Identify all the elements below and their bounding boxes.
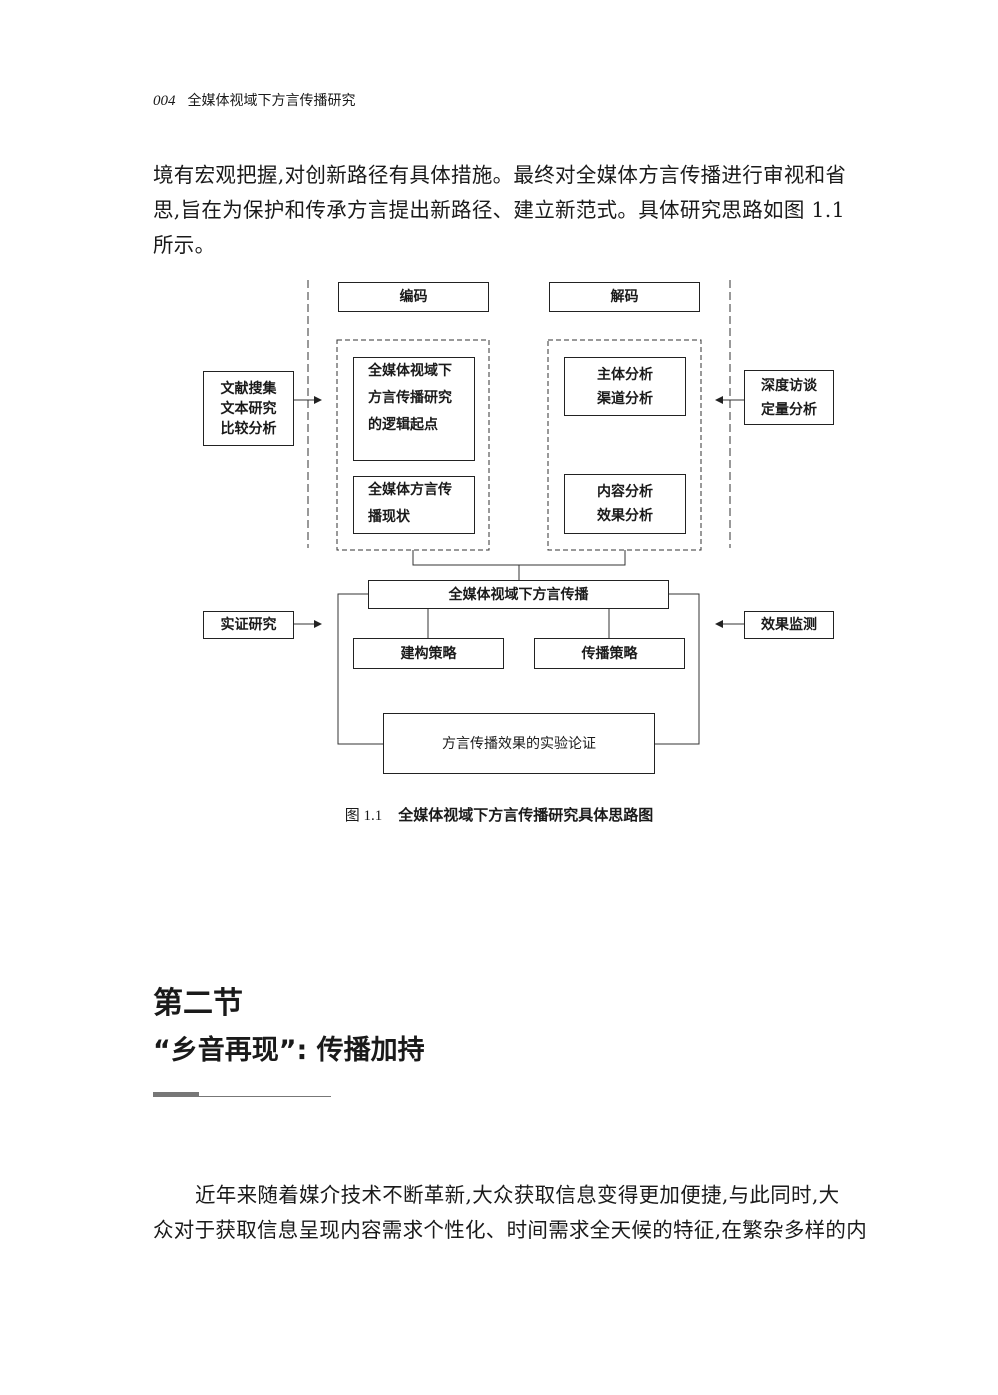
section-number: 第二节 xyxy=(153,986,243,1021)
text-line: 众对于获取信息呈现内容需求个性化、时间需求全天候的特征,在繁杂多样的内 xyxy=(153,1218,868,1242)
center-box: 全媒体视域下方言传播 xyxy=(368,580,669,609)
experiment-box: 方言传播效果的实验论证 xyxy=(383,713,655,774)
section-rule-thick xyxy=(153,1092,199,1097)
left-methods-box: 文献搜集文本研究比较分析 xyxy=(203,371,294,446)
section-title: “乡音再现”: 传播加持 xyxy=(153,1035,425,1066)
encoding-box: 编码 xyxy=(338,282,489,312)
content-effect-box: 内容分析效果分析 xyxy=(564,474,686,534)
subject-channel-box: 主体分析渠道分析 xyxy=(564,357,686,416)
text-line: 思,旨在为保护和传承方言提出新路径、建立新范式。具体研究思路如图 1.1 xyxy=(153,198,845,222)
status-box: 全媒体方言传播现状 xyxy=(353,476,475,534)
spread-strategy-box: 传播策略 xyxy=(534,638,685,669)
decoding-box: 解码 xyxy=(549,282,700,312)
body-paragraph: 近年来随着媒介技术不断革新,大众获取信息变得更加便捷,与此同时,大 众对于获取信… xyxy=(153,1178,867,1248)
text-line: 近年来随着媒介技术不断革新,大众获取信息变得更加便捷,与此同时,大 xyxy=(195,1183,840,1207)
page-number: 004 xyxy=(153,93,176,109)
empirical-box: 实证研究 xyxy=(203,611,294,639)
encoding-group xyxy=(336,339,490,551)
book-title: 全媒体视域下方言传播研究 xyxy=(187,93,356,109)
monitoring-box: 效果监测 xyxy=(744,611,834,639)
decoding-group xyxy=(547,339,702,551)
text-line: 境有宏观把握,对创新路径有具体措施。最终对全媒体方言传播进行审视和省 xyxy=(153,163,847,187)
section-rule-thin xyxy=(199,1096,331,1097)
text-line: 所示。 xyxy=(153,233,216,257)
diagram-connectors xyxy=(293,280,744,745)
right-methods-box: 深度访谈定量分析 xyxy=(744,370,834,425)
intro-paragraph: 境有宏观把握,对创新路径有具体措施。最终对全媒体方言传播进行审视和省 思,旨在为… xyxy=(153,158,867,263)
construct-strategy-box: 建构策略 xyxy=(353,638,504,669)
logic-start-box: 全媒体视域下方言传播研究的逻辑起点 xyxy=(353,357,475,461)
running-header: 004 全媒体视域下方言传播研究 xyxy=(153,90,356,110)
